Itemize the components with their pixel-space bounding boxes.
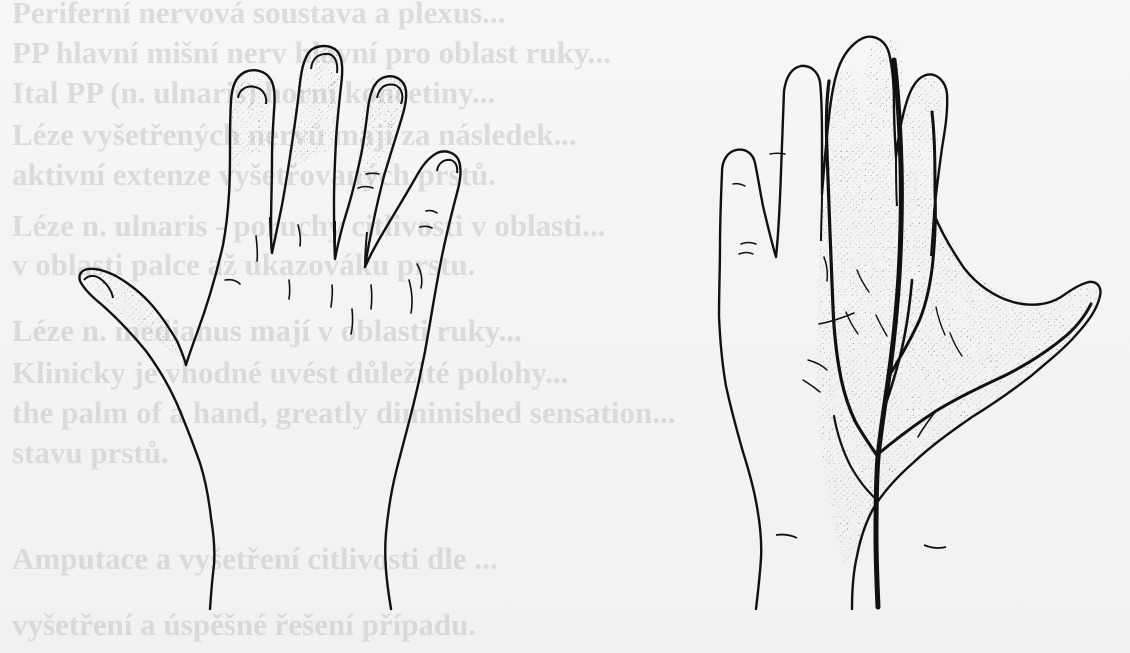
right-finger-line-1	[821, 194, 822, 241]
right-finger-line-2	[896, 157, 897, 206]
left-hand-shading	[86, 45, 404, 362]
right-wrist-line-left	[776, 535, 797, 538]
right-wrist-line-right	[924, 545, 946, 548]
right-hand	[719, 37, 1100, 609]
left-hand	[79, 45, 460, 609]
left-nail-little	[437, 160, 457, 173]
